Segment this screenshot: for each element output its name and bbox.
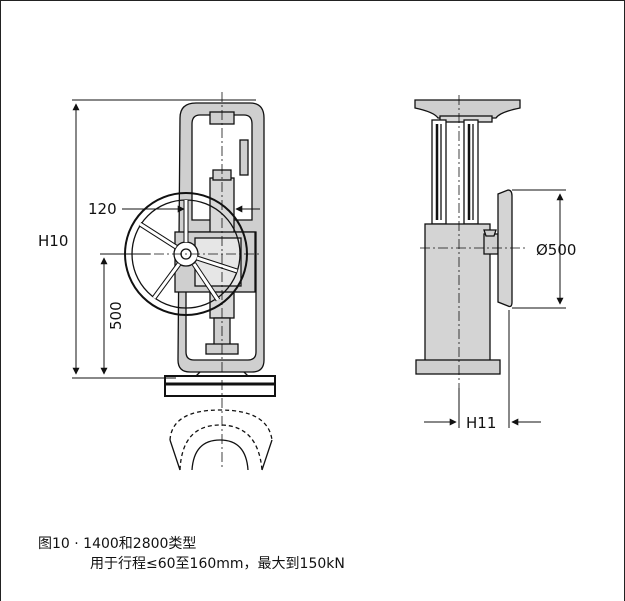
figure-caption: 图10 · 1400和2800类型 用于行程≤60至160mm，最大到150kN: [38, 534, 345, 574]
base: [415, 359, 501, 375]
foundation-arc-1: [169, 409, 273, 441]
main-body: [424, 223, 491, 363]
mount-bracket: [195, 371, 249, 377]
top-head: [414, 99, 521, 119]
side-view: [414, 99, 521, 375]
caption-title: 图10 · 1400和2800类型: [38, 536, 197, 552]
side-bar: [239, 139, 249, 176]
label-500: 500: [107, 301, 125, 330]
label-h10: H10: [38, 232, 68, 250]
foundation-arc-3: [191, 439, 249, 471]
column-right: [463, 119, 479, 225]
caption-subtitle: 用于行程≤60至160mm，最大到150kN: [90, 556, 345, 572]
label-dia500: Ø500: [536, 241, 576, 259]
dimension-h10: [72, 99, 256, 379]
shaft: [483, 233, 499, 255]
label-120: 120: [88, 200, 117, 218]
front-view: [124, 102, 276, 471]
dimension-h11: [424, 310, 541, 428]
label-h11: H11: [466, 414, 496, 432]
foundation-arc-2: [179, 424, 263, 471]
shaft-nut: [483, 229, 497, 237]
column-left: [431, 119, 447, 225]
dimension-dia500: [512, 189, 566, 309]
base-plate: [164, 375, 276, 397]
dimension-500: [100, 253, 150, 375]
